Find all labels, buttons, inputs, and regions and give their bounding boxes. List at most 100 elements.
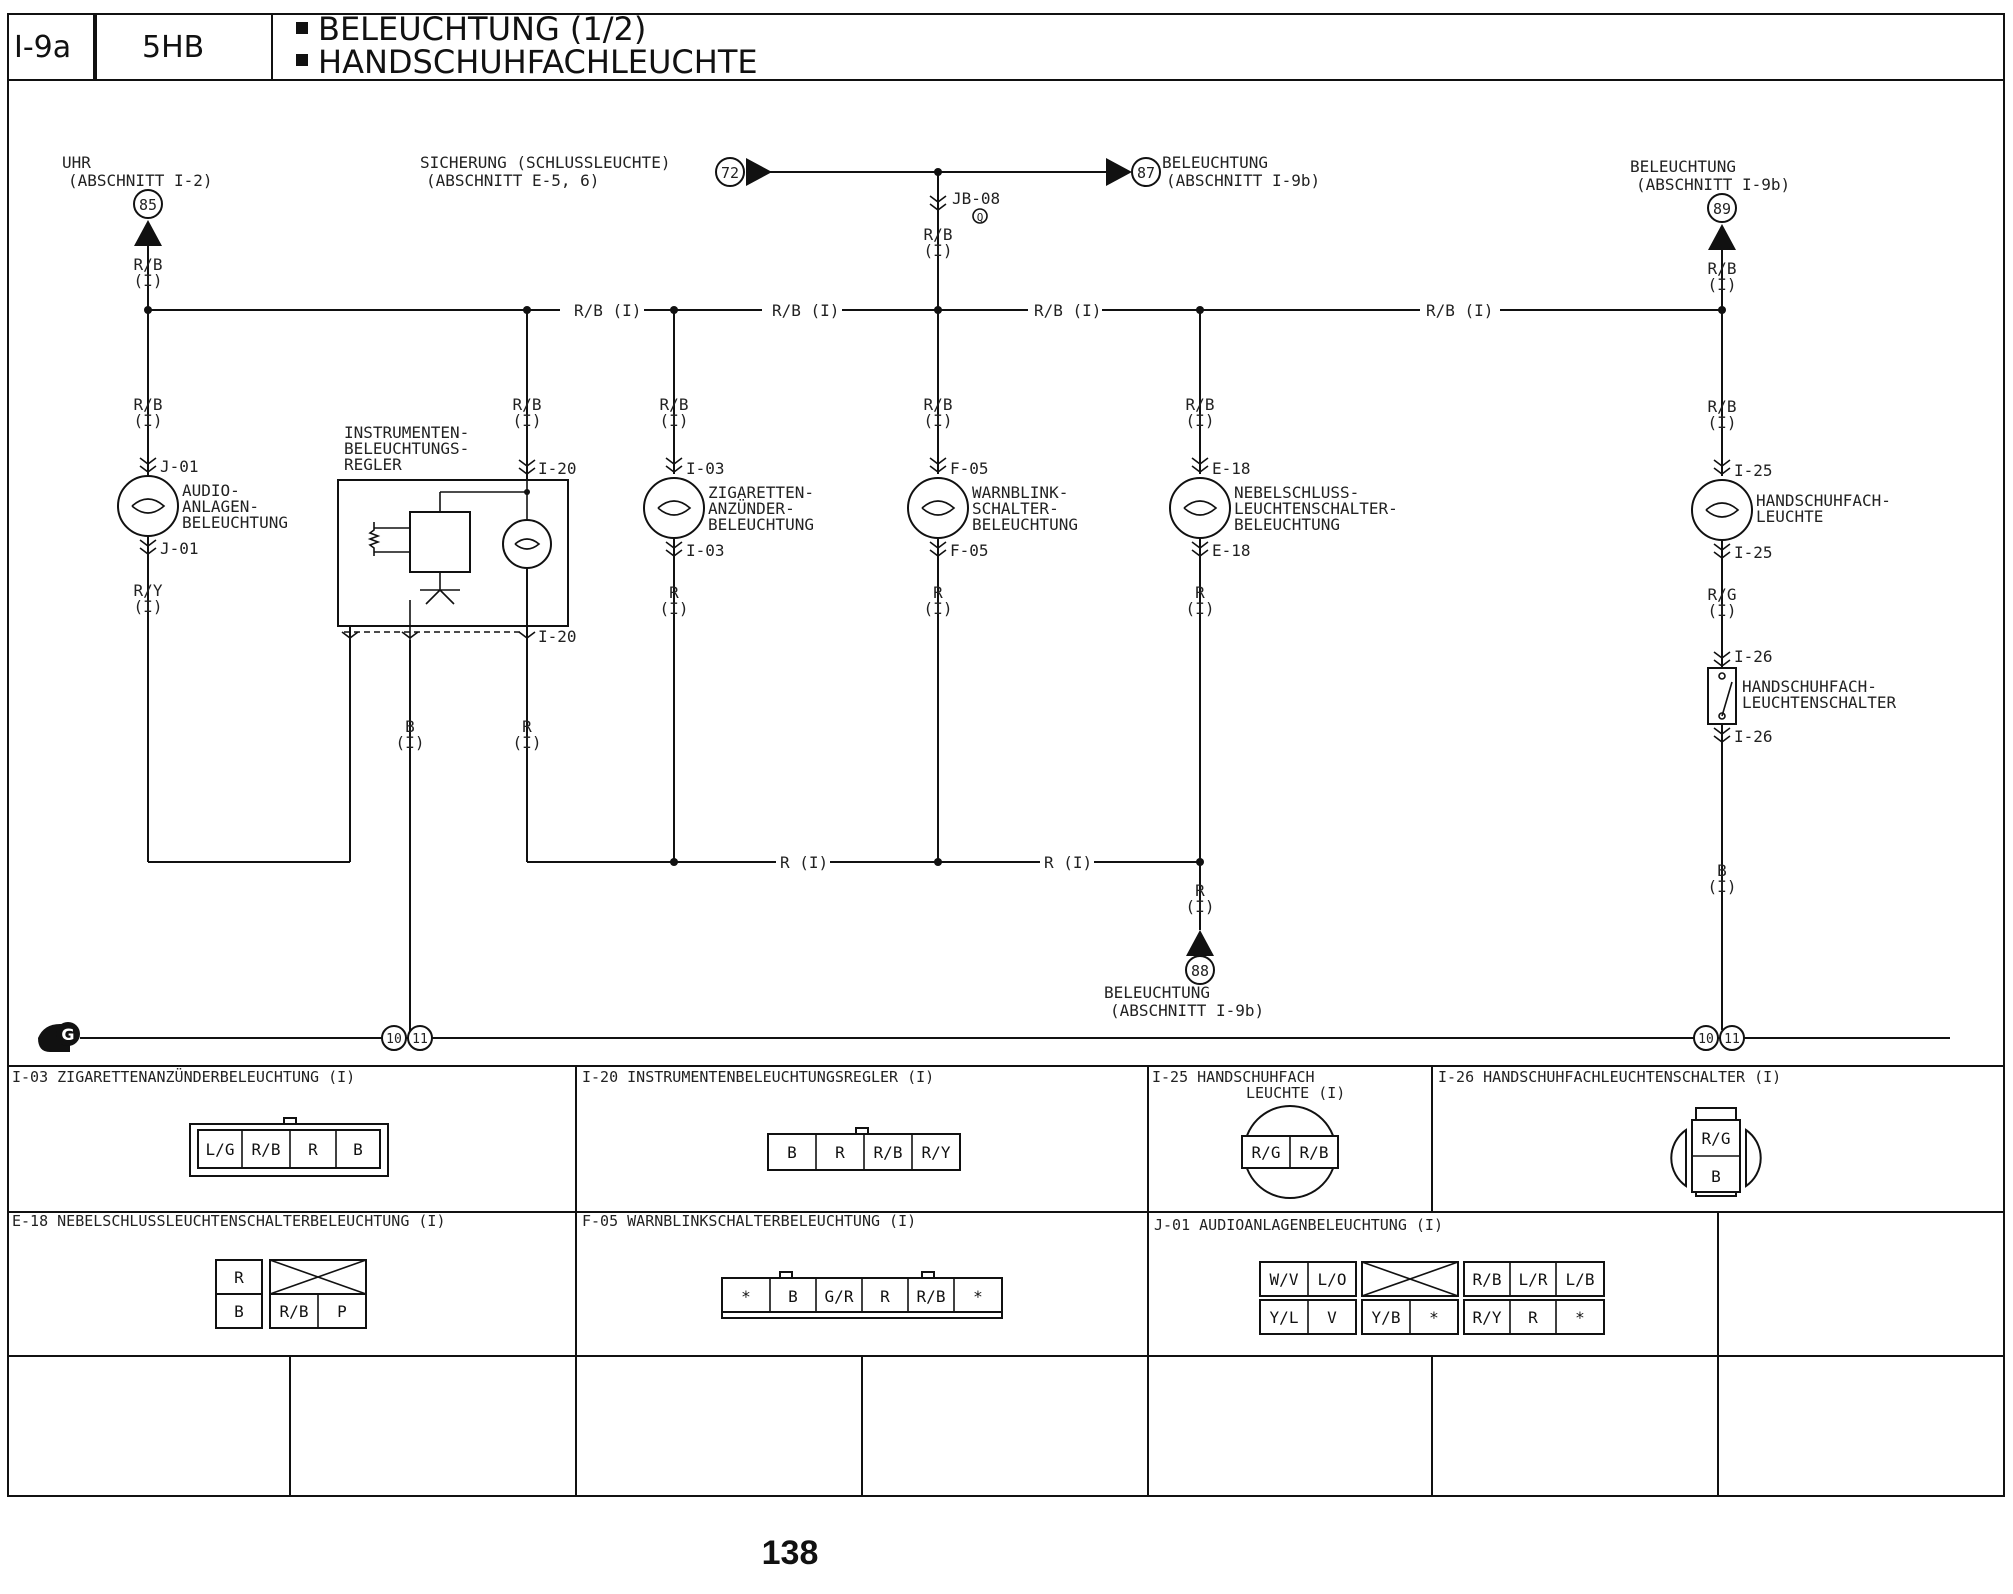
ref-87-label-1: BELEUCHTUNG (1162, 153, 1268, 172)
wire-label: R/B (660, 395, 689, 414)
page-number: 138 (762, 1534, 819, 1572)
jb-q-circle (972, 208, 988, 224)
ref-fuse-label-2: (ABSCHNITT E-5, 6) (426, 171, 599, 190)
ref-circle-85 (133, 189, 163, 219)
wire-label: R/B (1186, 395, 1215, 414)
component-label: WARNBLINK- (972, 483, 1068, 502)
ground-num: 10 (1698, 1032, 1714, 1047)
connector-i20: B R R/B R/Y (767, 1127, 961, 1171)
pin-label: B (1711, 1167, 1721, 1186)
connector-i26: R/G B (1670, 1107, 1762, 1197)
jb-q: Q (977, 211, 984, 224)
connector-j01: W/V L/O R/B L/R L/B Y/L V Y/B * R/Y R * (1259, 1261, 1605, 1335)
pin-label: R/Y (1473, 1308, 1502, 1327)
wire-label: (I) (513, 733, 542, 752)
pin-label: * (1429, 1308, 1439, 1327)
component-label: HANDSCHUHFACH- (1756, 491, 1891, 510)
connector-label: J-01 (160, 457, 199, 476)
wire-label: (I) (134, 411, 163, 430)
wire-label: (I) (134, 597, 163, 616)
connector-e18: R B R/B P (215, 1259, 367, 1329)
pin-label: L/O (1318, 1270, 1347, 1289)
sheet-frame (7, 13, 2005, 1497)
pin-label: R/G (1252, 1143, 1281, 1162)
ref-87-label-2: (ABSCHNITT I-9b) (1166, 171, 1320, 190)
component-label: SCHALTER- (972, 499, 1059, 518)
component-label: HANDSCHUHFACH- (1742, 677, 1877, 696)
pin-label: Y/L (1270, 1308, 1299, 1327)
bullet-icon (296, 22, 308, 34)
pin-label: R (1528, 1308, 1538, 1327)
component-label: REGLER (344, 455, 402, 474)
header: I-9a 5HB BELEUCHTUNG (1/2) HANDSCHUHFACH… (7, 10, 2005, 1497)
regulator-module (409, 511, 471, 573)
ground-num: 10 (386, 1032, 402, 1047)
wire-label: (I) (134, 271, 163, 290)
ref-num-87: 87 (1137, 164, 1155, 182)
ref-fuse-label-1: SICHERUNG (SCHLUSSLEUCHTE) (420, 153, 670, 172)
wire-label: R (1195, 881, 1205, 900)
pin-label: B (787, 1143, 797, 1162)
wire-label: R (669, 583, 679, 602)
connector-label: I-20 (538, 459, 577, 478)
connector-label: I-03 (686, 459, 725, 478)
component-label: BELEUCHTUNG (182, 513, 288, 532)
pin-label: R/B (280, 1302, 309, 1321)
bus-label: R (I) (1044, 853, 1092, 872)
component-label: ANLAGEN- (182, 497, 259, 516)
component-label: BELEUCHTUNG (708, 515, 814, 534)
ref-88-label-1: BELEUCHTUNG (1104, 983, 1210, 1002)
pin-label: B (353, 1140, 363, 1159)
pin-label: R/B (874, 1143, 903, 1162)
connector-label: I-25 (1734, 461, 1773, 480)
wire-label: R/B (513, 395, 542, 414)
wire-label: (I) (1708, 413, 1737, 432)
bullet-icon (296, 54, 308, 66)
arrow-up-icon (134, 220, 162, 246)
page-title-2: HANDSCHUHFACHLEUCHTE (318, 43, 758, 81)
ground-num: 11 (1724, 1032, 1740, 1047)
pin-label: R (308, 1140, 318, 1159)
connector-title-i26: I-26 HANDSCHUHFACHLEUCHTENSCHALTER (I) (1438, 1068, 1781, 1086)
wire-label: B (1717, 861, 1727, 880)
pin-label: R/Y (922, 1143, 951, 1162)
page-id: I-9a (14, 30, 71, 65)
pin-label: R/B (1300, 1143, 1329, 1162)
arrow-up-icon (1186, 930, 1214, 956)
ref-num-72: 72 (721, 164, 739, 182)
component-label: NEBELSCHLUSS- (1234, 483, 1359, 502)
connector-label: I-26 (1734, 647, 1773, 666)
component-label: ANZÜNDER- (708, 499, 795, 518)
wire-label: (I) (1186, 599, 1215, 618)
pin-label: R (835, 1143, 845, 1162)
ground-point (1719, 1025, 1745, 1051)
ref-num-85: 85 (139, 196, 157, 214)
pin-label: R (234, 1268, 244, 1287)
pin-label: R (880, 1287, 890, 1306)
ref-88-label-2: (ABSCHNITT I-9b) (1110, 1001, 1264, 1020)
wire-label: (I) (1708, 601, 1737, 620)
ground-g-icon: G (38, 1022, 80, 1052)
wire-label: (I) (924, 599, 953, 618)
connector-title-i20: I-20 INSTRUMENTENBELEUCHTUNGSREGLER (I) (582, 1068, 934, 1086)
connector-title-i03: I-03 ZIGARETTENANZÜNDERBELEUCHTUNG (I) (12, 1067, 355, 1086)
pin-label: * (741, 1287, 751, 1306)
pin-label: R/G (1702, 1129, 1731, 1148)
connector-label: F-05 (950, 541, 989, 560)
component-label: BELEUCHTUNG (972, 515, 1078, 534)
pin-label: B (234, 1302, 244, 1321)
wire-label: R (933, 583, 943, 602)
pin-label: V (1327, 1308, 1337, 1327)
wire-label: (I) (1186, 411, 1215, 430)
pin-label: Y/B (1372, 1308, 1401, 1327)
pin-label: B (788, 1287, 798, 1306)
ref-circle-72 (715, 157, 745, 187)
lamp-icon (1691, 479, 1753, 541)
ref-89-label-2: (ABSCHNITT I-9b) (1636, 175, 1790, 194)
ref-uhr-label-1: UHR (62, 153, 91, 172)
connector-f05: * B G/R R R/B * (721, 1271, 1003, 1319)
lamp-icon (502, 519, 552, 569)
ground-point (407, 1025, 433, 1051)
ground-point (1693, 1025, 1719, 1051)
component-label: BELEUCHTUNG (1234, 515, 1340, 534)
